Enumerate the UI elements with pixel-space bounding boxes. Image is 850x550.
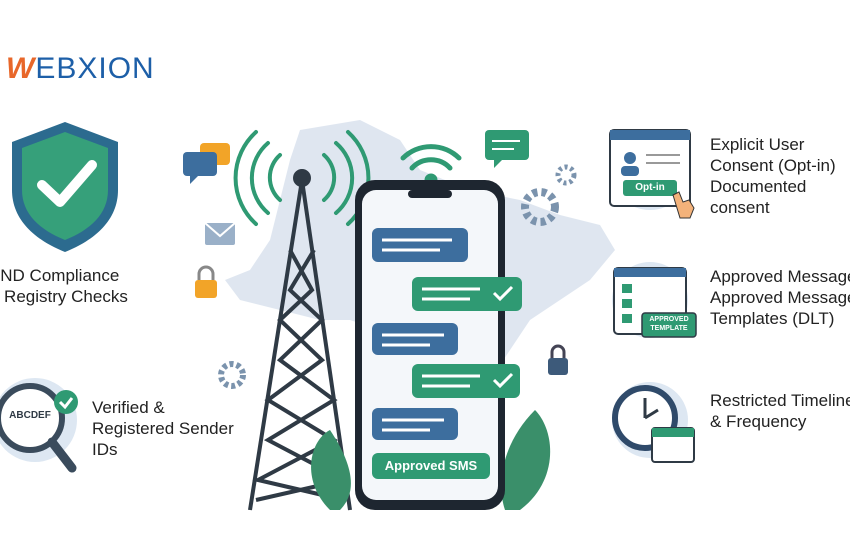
logo-text: EBXION — [35, 52, 155, 85]
shield-check-icon — [12, 122, 118, 252]
approved-template-badge: APPROVED TEMPLATE — [642, 315, 696, 333]
gear-icon — [555, 164, 577, 186]
sender-id-text: ABCDEF — [9, 410, 51, 421]
feature-line: consent — [710, 198, 770, 217]
gear-icon — [218, 361, 246, 389]
badge-line: TEMPLATE — [650, 325, 688, 332]
feature-line: Verified & — [92, 398, 165, 417]
opt-in-window-icon — [609, 129, 695, 219]
approved-sms-badge-bg — [372, 453, 490, 479]
feature-line: Templates (DLT) — [710, 309, 835, 328]
chat-bubble-icon — [183, 143, 230, 184]
lock-icon — [195, 265, 217, 298]
message-bubble-approved — [412, 364, 520, 398]
feature-line: Restricted Timeline — [710, 391, 850, 410]
gear-icon — [521, 188, 559, 226]
approved-sms-badge: Approved SMS — [384, 458, 478, 473]
feature-line: & Frequency — [710, 412, 807, 431]
feature-line: Registered Sender — [92, 419, 234, 438]
clock-calendar-icon — [612, 382, 695, 463]
feature-line: IDs — [92, 440, 118, 459]
magnifier-sender-id-icon — [0, 378, 78, 473]
chat-bubble-icon — [485, 130, 529, 168]
feature-sender-ids: Verified & Registered Sender IDs — [92, 397, 234, 460]
feature-line: Approved Message — [710, 288, 850, 307]
feature-line: Approved Message — [710, 267, 850, 286]
message-bubble-approved — [412, 277, 522, 311]
message-bubble — [372, 323, 458, 355]
feature-dnd-compliance: DND Compliance & Registry Checks — [0, 265, 128, 307]
logo-accent: W — [6, 52, 36, 85]
message-bubble — [372, 228, 468, 262]
mail-icon — [204, 222, 236, 245]
feature-line: DND Compliance — [0, 266, 120, 285]
feature-line: Consent (Opt-in) — [710, 156, 836, 175]
feature-line: Explicit User — [710, 135, 805, 154]
lock-icon — [548, 344, 568, 375]
feature-line: & Registry Checks — [0, 287, 128, 306]
opt-in-button: Opt-in — [635, 182, 665, 193]
feature-user-consent: Explicit User Consent (Opt-in) Documente… — [710, 134, 836, 218]
leaf-decoration — [311, 430, 351, 510]
feature-restricted-timeline: Restricted Timeline & Frequency — [710, 390, 850, 432]
leaf-decoration — [501, 410, 551, 510]
feature-approved-templates: Approved Message Approved Message Templa… — [710, 266, 850, 329]
feature-line: Documented — [710, 177, 807, 196]
webxion-logo: WEBXION — [6, 52, 155, 86]
badge-line: APPROVED — [649, 316, 689, 323]
approved-template-icon — [612, 262, 697, 338]
message-bubble — [372, 408, 458, 440]
